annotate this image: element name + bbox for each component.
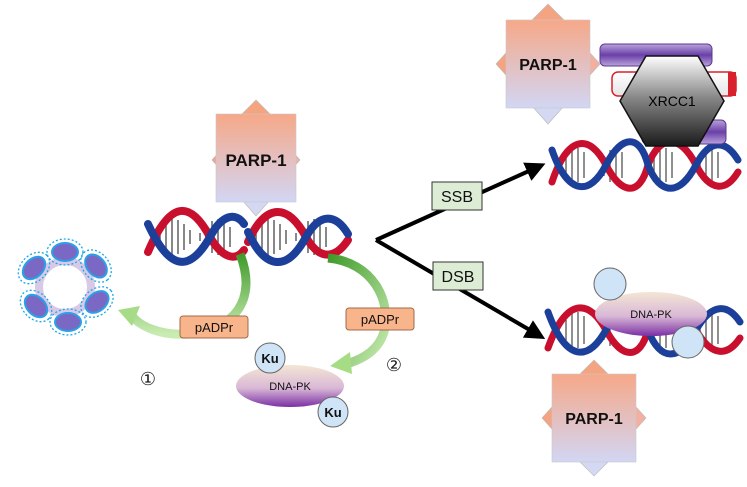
dsb-repair-complex: DNA-PK PARP-1 <box>541 267 744 477</box>
dsb-box: DSB <box>432 261 484 291</box>
padpr-right-label: pADPr <box>361 312 400 327</box>
dnapk-left-label: DNA-PK <box>269 381 311 393</box>
parp1-bottom-right-label: PARP-1 <box>565 411 623 428</box>
step-1-marker: ① <box>140 369 156 389</box>
padpr-box-left: pADPr <box>179 315 249 339</box>
ssb-label: SSB <box>441 189 473 206</box>
parp1-center: PARP-1 <box>211 99 301 217</box>
nucleosome-ring <box>17 238 114 336</box>
dnapk-complex-left: DNA-PK Ku Ku <box>236 342 349 428</box>
dnapk-right-label: DNA-PK <box>630 309 672 321</box>
center-dna-helix <box>144 206 352 266</box>
padpr-left-label: pADPr <box>195 320 234 335</box>
ssb-repair-complex: XRCC1 PARP-1 <box>495 3 742 192</box>
ku-bottom-label: Ku <box>324 405 341 420</box>
xrcc1-label: XRCC1 <box>648 93 696 109</box>
padpr-box-right: pADPr <box>345 307 415 331</box>
parp1-center-label: PARP-1 <box>225 151 286 170</box>
ssb-box: SSB <box>431 181 483 211</box>
parp1-top-right-label: PARP-1 <box>519 57 577 74</box>
dsb-label: DSB <box>442 269 475 286</box>
step-2-marker: ② <box>386 355 402 375</box>
ku-top-label: Ku <box>261 351 278 366</box>
